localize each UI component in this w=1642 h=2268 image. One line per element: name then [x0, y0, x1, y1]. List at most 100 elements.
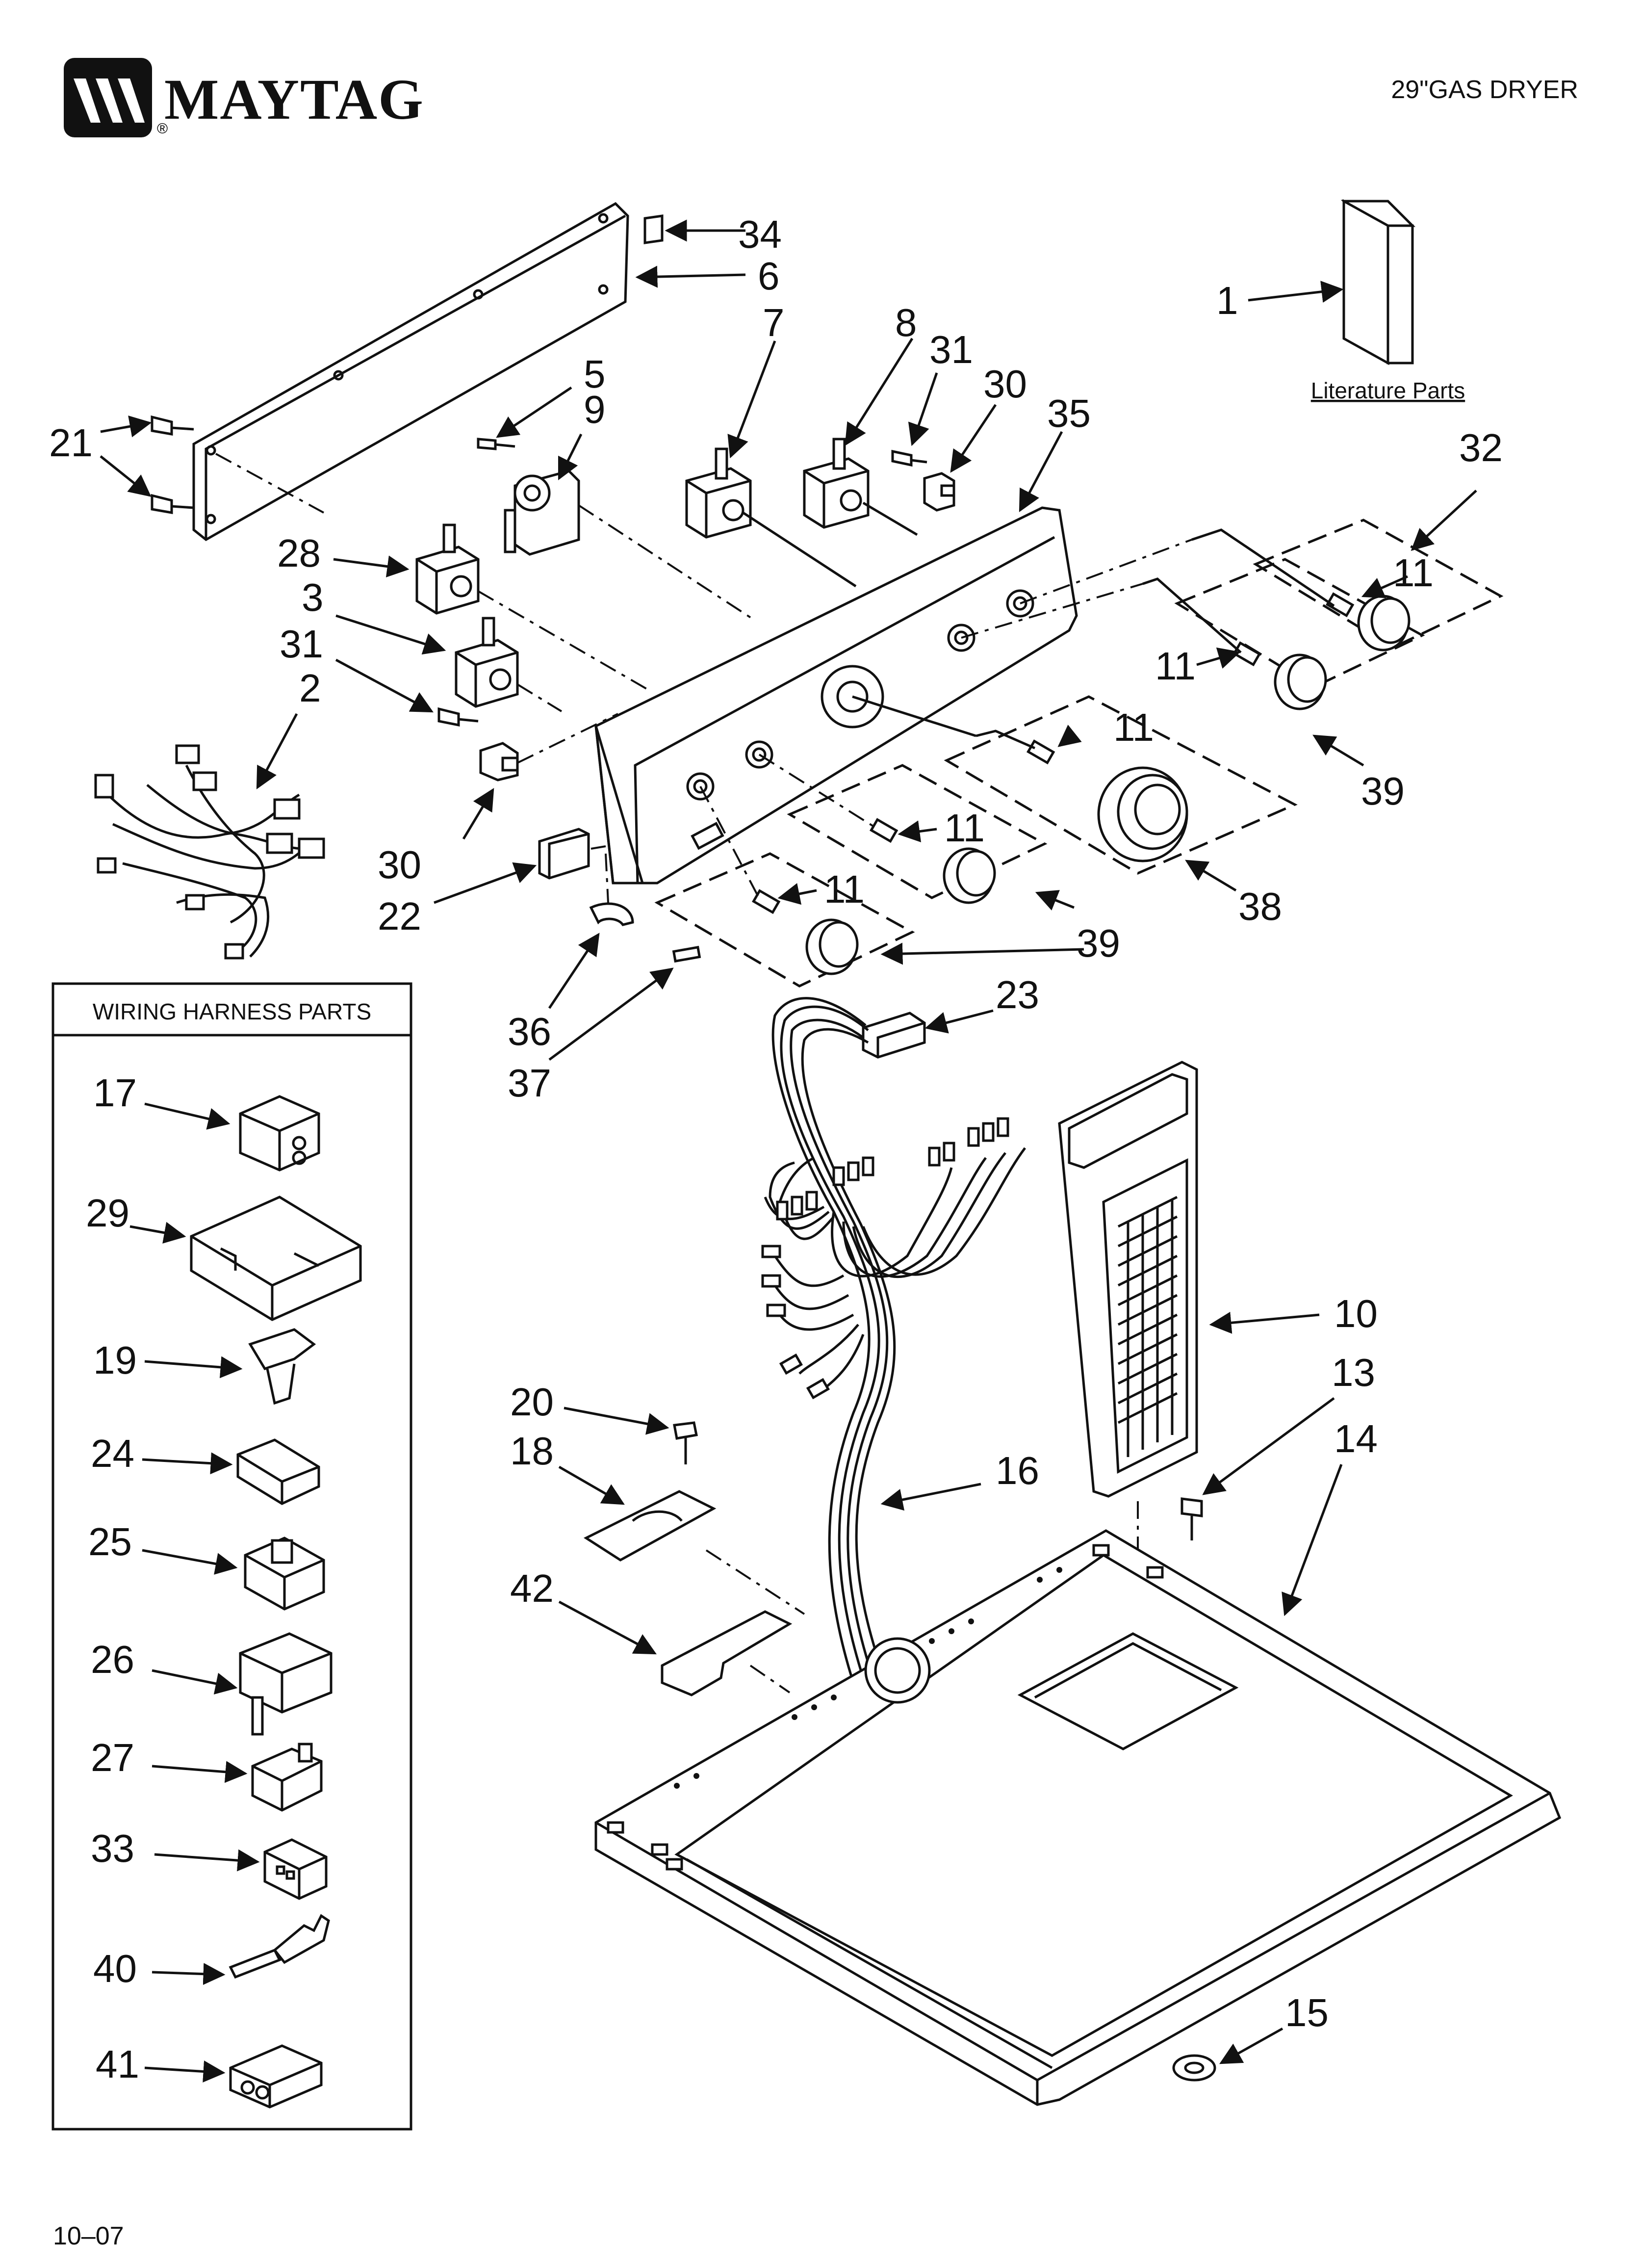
knob-group-38: [944, 695, 1298, 875]
callout-11-a: 11: [1393, 551, 1434, 595]
callout-39-right: 39: [1361, 769, 1405, 813]
callout-28: 28: [277, 531, 321, 575]
spring-11-a: [1326, 592, 1355, 618]
callout-36: 36: [508, 1010, 551, 1053]
spring-11-e: [752, 889, 781, 914]
callout-5: 5: [584, 352, 606, 396]
switch-28: [415, 523, 480, 615]
callout-9: 9: [584, 388, 606, 431]
wire-harness-2: [94, 744, 325, 960]
connector-24: [236, 1438, 320, 1505]
callout-30-left: 30: [378, 843, 421, 886]
callout-18: 18: [510, 1429, 554, 1473]
foot-15: [1172, 2054, 1216, 2082]
callout-11-b: 11: [1155, 644, 1196, 688]
callout-11-d: 11: [944, 806, 985, 850]
callout-37: 37: [508, 1061, 551, 1105]
callout-21: 21: [49, 421, 93, 465]
lint-filter: [1058, 1061, 1198, 1498]
callout-22: 22: [378, 894, 421, 938]
literature-parts-label: Literature Parts: [1311, 378, 1465, 403]
timer-switch-9: [504, 469, 580, 556]
knob-group-39-lower-a: [787, 764, 1048, 899]
knob-38: [1097, 766, 1188, 862]
terminal-block-22: [538, 828, 590, 880]
literature-booklet: [1340, 199, 1416, 365]
callout-20: 20: [510, 1380, 554, 1424]
connector-27: [251, 1743, 323, 1812]
callout-24: 24: [91, 1432, 134, 1475]
callout-34: 34: [738, 212, 782, 256]
callout-38: 38: [1238, 885, 1282, 928]
spring-11-c: [1026, 739, 1055, 765]
callout-42: 42: [510, 1566, 554, 1610]
connector-41: [229, 2044, 323, 2109]
bracket-18: [583, 1490, 717, 1562]
callout-30-top: 30: [983, 362, 1027, 406]
registered-mark: ®: [157, 121, 168, 137]
screw-13: [1180, 1497, 1203, 1540]
screw-20: [673, 1421, 698, 1464]
model-title: 29"GAS DRYER: [1391, 76, 1578, 104]
switch-8: [803, 438, 870, 529]
callout-31-top: 31: [929, 328, 973, 371]
callout-39-lower: 39: [1077, 921, 1120, 965]
knob-group-39-lower-b: [654, 852, 915, 988]
clip-36: [589, 902, 634, 926]
top-panel: [594, 1529, 1562, 2106]
maytag-logo: MAYTAG ®: [64, 58, 424, 137]
callout-11-c: 11: [1113, 705, 1154, 749]
connector-30-left: [479, 742, 519, 782]
callout-3: 3: [302, 575, 324, 619]
screw-21: [151, 415, 194, 514]
terminal-40: [229, 1914, 330, 1979]
callout-32: 32: [1459, 426, 1503, 469]
callout-31-left: 31: [280, 622, 323, 666]
callout-6: 6: [758, 254, 780, 298]
knob-39-lower-a: [943, 847, 996, 904]
callout-25: 25: [88, 1520, 132, 1564]
connector-33: [263, 1838, 328, 1900]
knob-39-upper: [1274, 653, 1327, 710]
connector-29: [190, 1196, 362, 1321]
callout-13: 13: [1332, 1351, 1375, 1394]
callout-7: 7: [763, 301, 785, 344]
callout-41: 41: [96, 2042, 139, 2086]
callout-19: 19: [93, 1338, 137, 1382]
callout-11-e: 11: [824, 867, 865, 911]
spring-11-d: [870, 818, 898, 843]
label-37: [672, 945, 701, 963]
callout-2: 2: [299, 666, 321, 710]
callout-8: 8: [895, 301, 917, 344]
callout-16: 16: [996, 1449, 1039, 1492]
connector-17: [239, 1095, 320, 1172]
callout-40: 40: [93, 1947, 137, 1990]
callout-35: 35: [1047, 391, 1091, 435]
footer-date: 10–07: [53, 2222, 124, 2250]
callout-33: 33: [91, 1826, 134, 1870]
connector-25: [244, 1537, 325, 1611]
connector-30-top: [923, 472, 955, 512]
switch-3: [455, 617, 519, 708]
callout-29: 29: [86, 1191, 129, 1235]
clip-19: [248, 1328, 316, 1405]
brand-name: MAYTAG: [164, 67, 424, 131]
callout-23: 23: [996, 973, 1039, 1017]
callout-17: 17: [93, 1071, 137, 1115]
bracket-42: [661, 1610, 793, 1696]
switch-7: [685, 447, 752, 539]
callout-15: 15: [1285, 1991, 1329, 2034]
callout-26: 26: [91, 1638, 134, 1681]
callout-1: 1: [1216, 279, 1238, 322]
callout-10: 10: [1334, 1292, 1378, 1335]
harness-box-title: WIRING HARNESS PARTS: [93, 999, 371, 1024]
rear-panel: [192, 202, 664, 542]
knob-32: [1357, 595, 1411, 652]
callout-27: 27: [91, 1736, 134, 1779]
knob-39-lower-b: [805, 918, 859, 975]
knob-group-39-upper: [1174, 558, 1425, 688]
connector-26: [239, 1632, 333, 1736]
callout-14: 14: [1334, 1417, 1378, 1460]
knob-group-32: [1253, 519, 1504, 649]
